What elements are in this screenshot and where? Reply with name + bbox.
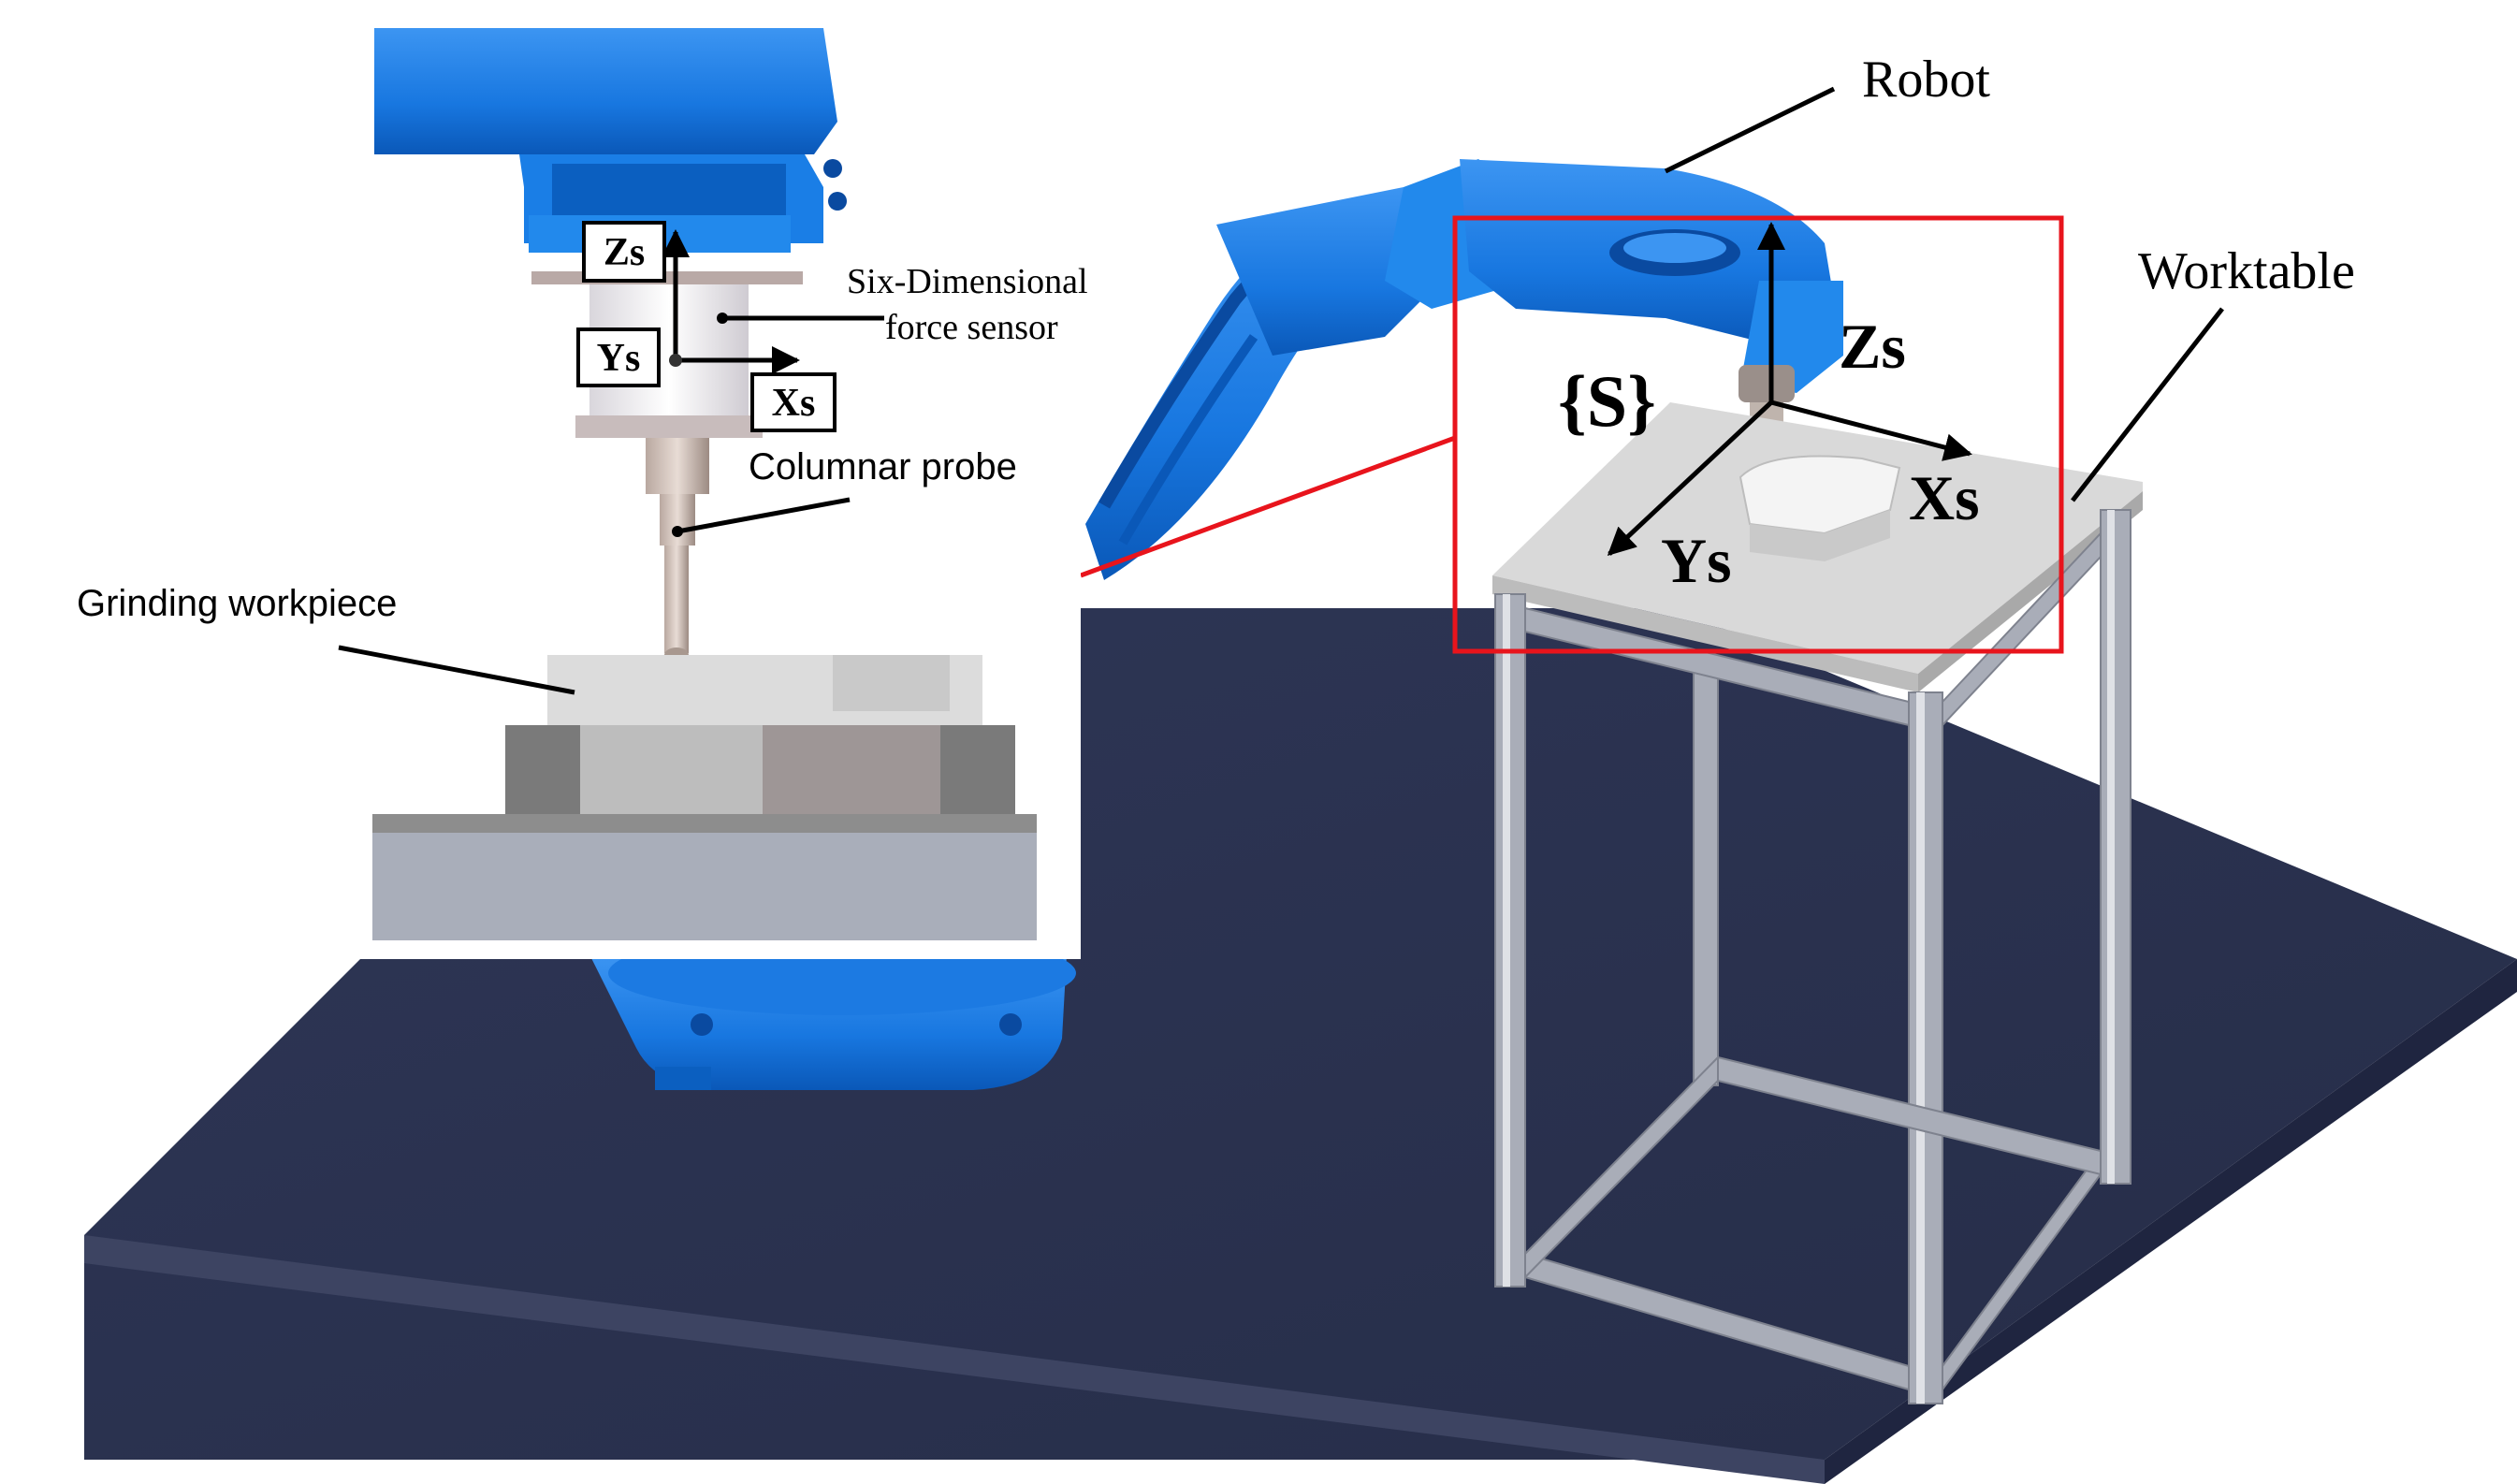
- axis-label-xs: Xs: [1909, 462, 1980, 533]
- sensor-label-line2: force sensor: [885, 308, 1058, 347]
- inset-label-xs-box: Xs: [750, 372, 837, 432]
- sensor-label-line1: Six-Dimensional: [847, 262, 1088, 301]
- frame-s-axes: [1607, 222, 1972, 557]
- grinding-workpiece-label: Grinding workpiece: [77, 583, 397, 624]
- inset-label-ys-box: Ys: [576, 327, 661, 387]
- inset-label-xs: Xs: [772, 382, 816, 425]
- probe-leader-line: [677, 497, 851, 534]
- inset-axes: [662, 229, 800, 374]
- axis-label-ys: Ys: [1661, 525, 1732, 596]
- highlight-box: [1452, 215, 2064, 654]
- robot-arm: [1085, 159, 1843, 580]
- workpiece-leader-line: [338, 645, 575, 695]
- robot-leader-line: [1664, 86, 1836, 174]
- frame-name-label: {S}: [1558, 360, 1656, 442]
- worktable-label: Worktable: [2138, 242, 2355, 300]
- inset-label-zs: Zs: [604, 231, 645, 274]
- inset-label-ys: Ys: [597, 337, 641, 380]
- columnar-probe-label: Columnar probe: [749, 446, 1017, 487]
- robot-base: [589, 931, 1076, 1090]
- floor-right-edge: [1825, 959, 2517, 1484]
- robot-label: Robot: [1862, 51, 1990, 109]
- zoom-connector-line: [1080, 435, 1456, 578]
- inset-label-zs-box: Zs: [582, 221, 666, 283]
- workpiece-on-table: [1739, 455, 1901, 561]
- columnar-probe: [664, 546, 689, 653]
- axis-label-zs: Zs: [1839, 311, 1906, 382]
- floor-front-edge: [84, 1235, 1825, 1484]
- inset-detail-view: [0, 0, 1081, 959]
- worktable-leader-line: [2071, 307, 2224, 502]
